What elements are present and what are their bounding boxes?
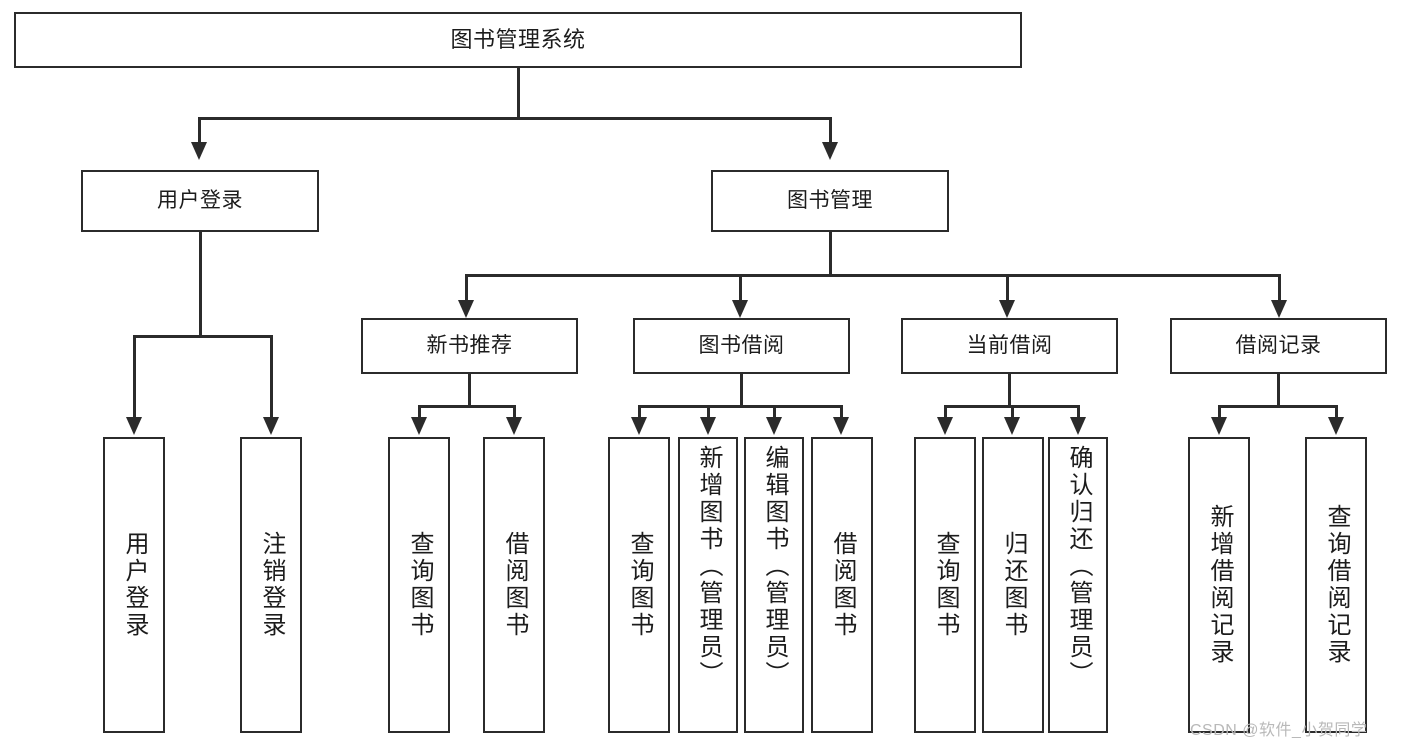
node-label: 图书借阅 <box>698 334 785 358</box>
node-label: 当前借阅 <box>966 334 1053 358</box>
edge-nb-to-leaf-0 <box>418 405 421 419</box>
edge-bm-to-t2-2 <box>1006 274 1009 302</box>
leaf-query-borrow-record[interactable]: 查询借阅记录 <box>1305 437 1367 733</box>
edge-user-login-bus <box>133 335 272 338</box>
edge-new-book-bus <box>418 405 515 408</box>
arrowhead-bm-to-t2-3 <box>1271 300 1287 318</box>
arrowhead-root-to-book-management <box>822 142 838 160</box>
edge-user-login-stem <box>199 232 202 335</box>
edge-bm-to-t2-0 <box>465 274 468 302</box>
leaf-return-book[interactable]: 归还图书 <box>982 437 1044 733</box>
leaf-user-logout[interactable]: 注销登录 <box>240 437 302 733</box>
node-label: 借阅图书 <box>501 531 528 639</box>
node-book-management[interactable]: 图书管理 <box>711 170 949 232</box>
node-label: 图书管理 <box>787 189 873 213</box>
node-label: 借阅记录 <box>1235 334 1322 358</box>
arrowhead-br-to-leaf-1 <box>1328 417 1344 435</box>
arrowhead-bb-to-leaf-2 <box>766 417 782 435</box>
arrowhead-bm-to-t2-2 <box>999 300 1015 318</box>
edge-cb-to-leaf-1 <box>1011 405 1014 419</box>
node-borrow-record[interactable]: 借阅记录 <box>1170 318 1387 374</box>
arrowhead-cb-to-leaf-2 <box>1070 417 1086 435</box>
node-label: 用户登录 <box>157 189 243 213</box>
edge-borrow-record-bus <box>1218 405 1337 408</box>
node-label: 注销登录 <box>258 531 285 639</box>
edge-bm-to-t2-3 <box>1278 274 1281 302</box>
node-label: 确认归还（管理员） <box>1065 445 1092 688</box>
node-label: 新增图书（管理员） <box>695 445 722 688</box>
arrowhead-cb-to-leaf-1 <box>1004 417 1020 435</box>
node-root-book-management-system[interactable]: 图书管理系统 <box>14 12 1022 68</box>
node-label: 图书管理系统 <box>450 26 586 52</box>
leaf-borrow-book-recommend[interactable]: 借阅图书 <box>483 437 545 733</box>
edge-bm-to-t2-1 <box>739 274 742 302</box>
edge-cb-to-leaf-2 <box>1077 405 1080 419</box>
arrowhead-nb-to-leaf-0 <box>411 417 427 435</box>
csdn-watermark: CSDN @软件_小贺同学 <box>1190 722 1368 739</box>
edge-new-book-stem <box>468 374 471 407</box>
node-new-book-recommend[interactable]: 新书推荐 <box>361 318 578 374</box>
edge-br-to-leaf-1 <box>1335 405 1338 419</box>
leaf-borrow-book[interactable]: 借阅图书 <box>811 437 873 733</box>
leaf-query-book-current[interactable]: 查询图书 <box>914 437 976 733</box>
arrowhead-bb-to-leaf-1 <box>700 417 716 435</box>
node-label: 新书推荐 <box>426 334 513 358</box>
node-label: 查询图书 <box>406 531 433 639</box>
leaf-user-login[interactable]: 用户登录 <box>103 437 165 733</box>
arrowhead-bm-to-t2-1 <box>732 300 748 318</box>
leaf-edit-book-admin[interactable]: 编辑图书（管理员） <box>744 437 804 733</box>
node-book-borrow[interactable]: 图书借阅 <box>633 318 850 374</box>
leaf-add-borrow-record[interactable]: 新增借阅记录 <box>1188 437 1250 733</box>
edge-user-login-to-leaf-1 <box>270 335 273 419</box>
edge-bb-to-leaf-3 <box>840 405 843 419</box>
node-label: 查询借阅记录 <box>1323 504 1350 666</box>
arrowhead-br-to-leaf-0 <box>1211 417 1227 435</box>
edge-nb-to-leaf-1 <box>513 405 516 419</box>
node-current-borrow[interactable]: 当前借阅 <box>901 318 1118 374</box>
edge-current-borrow-stem <box>1008 374 1011 407</box>
arrowhead-user-login-to-leaf-0 <box>126 417 142 435</box>
edge-bb-to-leaf-2 <box>773 405 776 419</box>
edge-root-to-book-management <box>829 117 832 144</box>
edge-borrow-record-stem <box>1277 374 1280 407</box>
arrowhead-cb-to-leaf-0 <box>937 417 953 435</box>
node-label: 编辑图书（管理员） <box>761 445 788 688</box>
edge-bb-to-leaf-1 <box>707 405 710 419</box>
edge-user-login-to-leaf-0 <box>133 335 136 419</box>
arrowhead-nb-to-leaf-1 <box>506 417 522 435</box>
edge-book-borrow-bus <box>638 405 842 408</box>
edge-book-management-bus <box>465 274 1280 277</box>
leaf-query-book-recommend[interactable]: 查询图书 <box>388 437 450 733</box>
node-label: 新增借阅记录 <box>1206 504 1233 666</box>
edge-br-to-leaf-0 <box>1218 405 1221 419</box>
arrowhead-bm-to-t2-0 <box>458 300 474 318</box>
edge-book-management-stem <box>829 232 832 274</box>
leaf-add-book-admin[interactable]: 新增图书（管理员） <box>678 437 738 733</box>
arrowhead-bb-to-leaf-0 <box>631 417 647 435</box>
node-label: 查询图书 <box>626 531 653 639</box>
arrowhead-bb-to-leaf-3 <box>833 417 849 435</box>
edge-root-stem <box>517 68 520 117</box>
edge-root-to-user-login <box>198 117 201 144</box>
edge-root-bus <box>198 117 832 120</box>
node-label: 查询图书 <box>932 531 959 639</box>
arrowhead-user-login-to-leaf-1 <box>263 417 279 435</box>
edge-bb-to-leaf-0 <box>638 405 641 419</box>
node-label: 用户登录 <box>121 531 148 639</box>
node-user-login[interactable]: 用户登录 <box>81 170 319 232</box>
leaf-query-book-borrow[interactable]: 查询图书 <box>608 437 670 733</box>
edge-book-borrow-stem <box>740 374 743 407</box>
leaf-confirm-return-admin[interactable]: 确认归还（管理员） <box>1048 437 1108 733</box>
edge-cb-to-leaf-0 <box>944 405 947 419</box>
node-label: 借阅图书 <box>829 531 856 639</box>
node-label: 归还图书 <box>1000 531 1027 639</box>
arrowhead-root-to-user-login <box>191 142 207 160</box>
